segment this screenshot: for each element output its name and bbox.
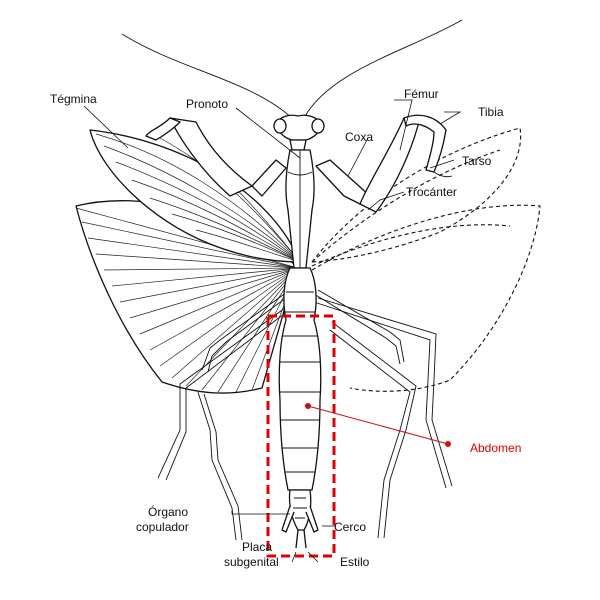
label-tibia: Tibia [478, 105, 504, 119]
label-coxa: Coxa [345, 130, 373, 144]
right-foreleg [315, 114, 453, 213]
abdomen-body [278, 267, 322, 549]
abdomen-highlight-box [266, 314, 336, 558]
label-pronoto: Pronoto [186, 97, 228, 111]
head [273, 114, 325, 151]
leader-lines [83, 99, 462, 563]
label-femur: Fémur [404, 87, 439, 101]
label-organo-line2: copulador [136, 520, 189, 534]
label-placa-line2: subgenital [224, 555, 279, 569]
label-trocanter: Trocánter [406, 185, 457, 199]
left-tegmina [89, 129, 301, 263]
antennae [121, 19, 463, 119]
label-tegmina: Tégmina [50, 92, 97, 106]
label-organo-line1: Órgano [148, 504, 188, 519]
label-placa-line1: Placa [242, 540, 272, 554]
label-abdomen: Abdomen [470, 441, 521, 455]
right-wings-dashed-outline [311, 127, 541, 392]
middle-legs [201, 289, 405, 373]
label-cerco: Cerco [334, 520, 366, 534]
label-tarso: Tarso [462, 154, 492, 168]
abdomen-leader [305, 403, 451, 447]
hind-legs [157, 297, 453, 541]
left-foreleg [145, 117, 287, 197]
label-estilo: Estilo [340, 555, 370, 569]
